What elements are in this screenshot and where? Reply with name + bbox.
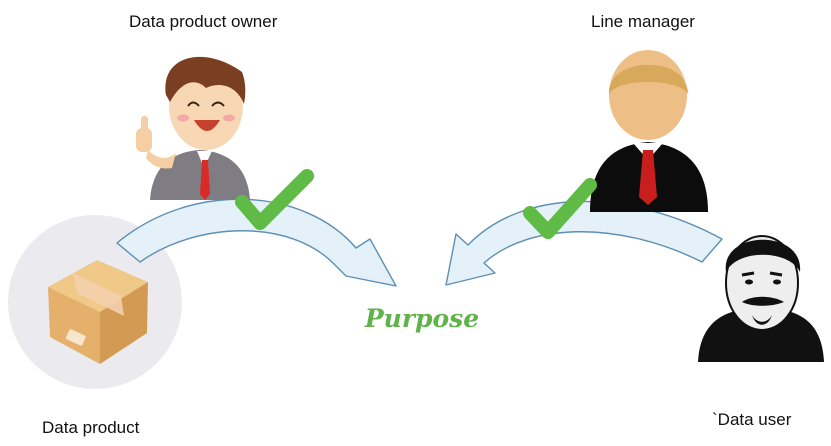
data-product-owner-label: Data product owner (129, 12, 278, 31)
purpose-label: Purpose (364, 304, 479, 333)
data-user-label: `Data user (712, 410, 792, 429)
data-product-label: Data product (42, 418, 140, 437)
manager-avatar-icon (590, 50, 708, 212)
line-manager-label: Line manager (591, 12, 695, 31)
arrow-left (116, 198, 397, 287)
check-icon (523, 178, 597, 239)
data-user-avatar-icon (698, 235, 824, 362)
owner-cartoon-icon (136, 56, 250, 200)
check-icon (235, 169, 314, 230)
arrow-right (445, 200, 723, 286)
